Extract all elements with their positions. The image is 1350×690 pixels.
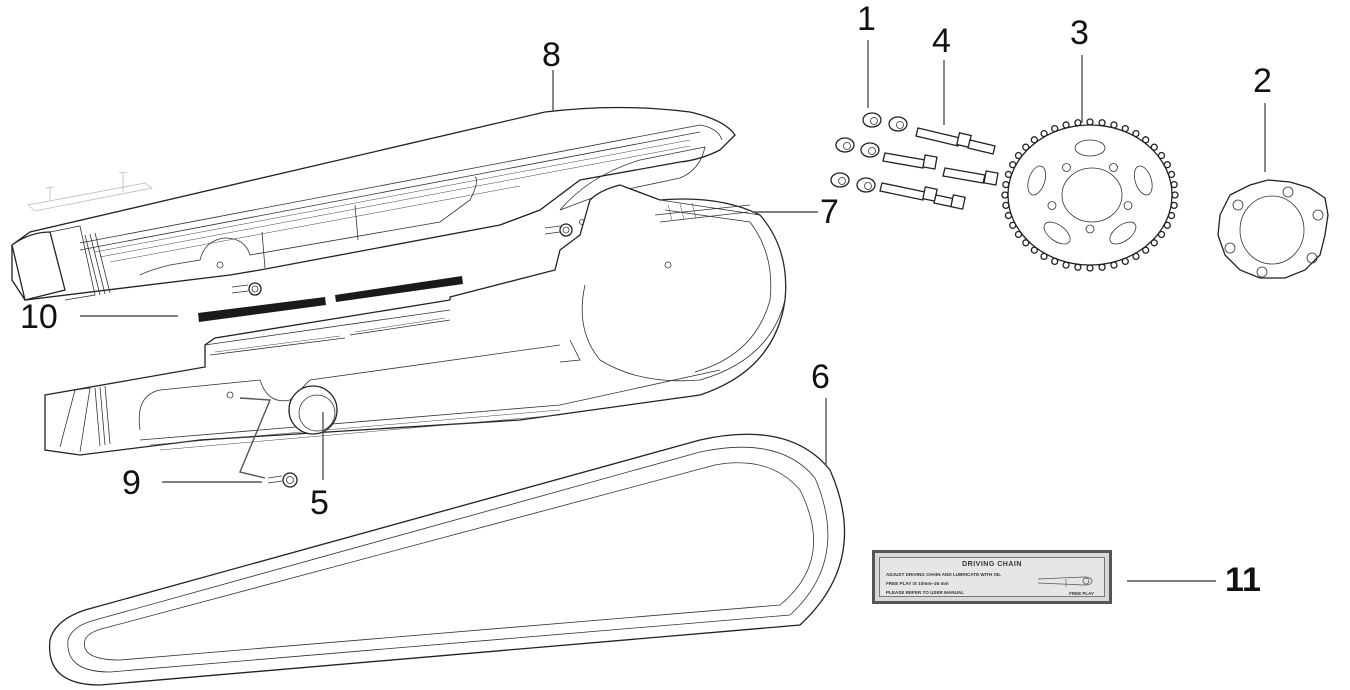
- sprocket-bolts: [879, 127, 999, 210]
- sprocket-tooth: [1086, 118, 1094, 126]
- leader-lines: [80, 40, 1266, 582]
- drive-chain: [48, 433, 846, 686]
- sprocket-hole: [1123, 201, 1133, 210]
- sprocket-tooth: [1022, 143, 1030, 151]
- callout-9: 9: [122, 464, 141, 502]
- sprocket-hole: [1047, 201, 1057, 210]
- callout-11: 11: [1225, 561, 1261, 599]
- ghost-bracket: [27, 171, 153, 212]
- chain-tension-icon: [1037, 576, 1093, 587]
- sprocket-hole: [1062, 163, 1071, 172]
- sprocket-hole: [1085, 224, 1095, 234]
- label-line-1: ADJUST DRIVING CHAIN AND LUBRICATE WITH …: [886, 572, 1002, 577]
- chain-guard-lower-cover: [44, 184, 787, 456]
- callout-3: 3: [1070, 14, 1089, 52]
- callout-4: 4: [932, 22, 951, 60]
- nut-icon: [830, 172, 876, 193]
- chain-guard-upper-cover: [11, 106, 736, 301]
- label-free-play: FREE PLAY: [1069, 591, 1094, 596]
- sprocket-slot: [1043, 221, 1071, 245]
- flange-nuts: [830, 112, 908, 193]
- bolt-9: [267, 472, 298, 488]
- sprocket-tooth: [1171, 191, 1179, 199]
- callout-8: 8: [542, 36, 561, 74]
- sprocket-tooth: [1150, 239, 1158, 247]
- callout-2: 2: [1253, 62, 1272, 100]
- label-title: DRIVING CHAIN: [962, 561, 1022, 568]
- callout-5: 5: [310, 484, 329, 522]
- chain-warning-label: DRIVING CHAIN ADJUST DRIVING CHAIN AND L…: [872, 550, 1112, 604]
- bolt-icon: [231, 282, 262, 296]
- rubber-strips: [198, 276, 463, 322]
- label-line-2: FREE PLAY IS 10mm~25 mm: [886, 581, 949, 586]
- callout-1: 1: [857, 0, 876, 38]
- sprocket-slot: [1027, 165, 1047, 196]
- sprocket-slot: [1109, 221, 1137, 245]
- label-inner: DRIVING CHAIN ADJUST DRIVING CHAIN AND L…: [879, 557, 1105, 597]
- nut-icon: [862, 112, 908, 132]
- sprocket-tooth: [1001, 191, 1009, 199]
- nut-icon: [835, 137, 880, 158]
- callout-10: 10: [20, 298, 58, 336]
- bolt-icon: [544, 223, 573, 237]
- callout-7: 7: [820, 193, 839, 231]
- sprocket-tooth: [1150, 143, 1158, 151]
- sprocket-tooth: [1086, 264, 1094, 272]
- rubber-strip: [198, 297, 326, 322]
- sprocket-slot: [1133, 165, 1153, 196]
- chain-guard-plug: [288, 385, 338, 435]
- rear-sprocket: [1001, 118, 1179, 272]
- label-line-3: PLEASE REFER TO USER MANUAL: [886, 590, 965, 595]
- rubber-strip: [335, 276, 463, 302]
- sprocket-slot: [1074, 139, 1106, 157]
- sprocket-hub-plate: [1217, 179, 1329, 279]
- sprocket-tooth: [1022, 239, 1030, 247]
- sprocket-hole: [1109, 163, 1118, 172]
- callout-6: 6: [811, 358, 830, 396]
